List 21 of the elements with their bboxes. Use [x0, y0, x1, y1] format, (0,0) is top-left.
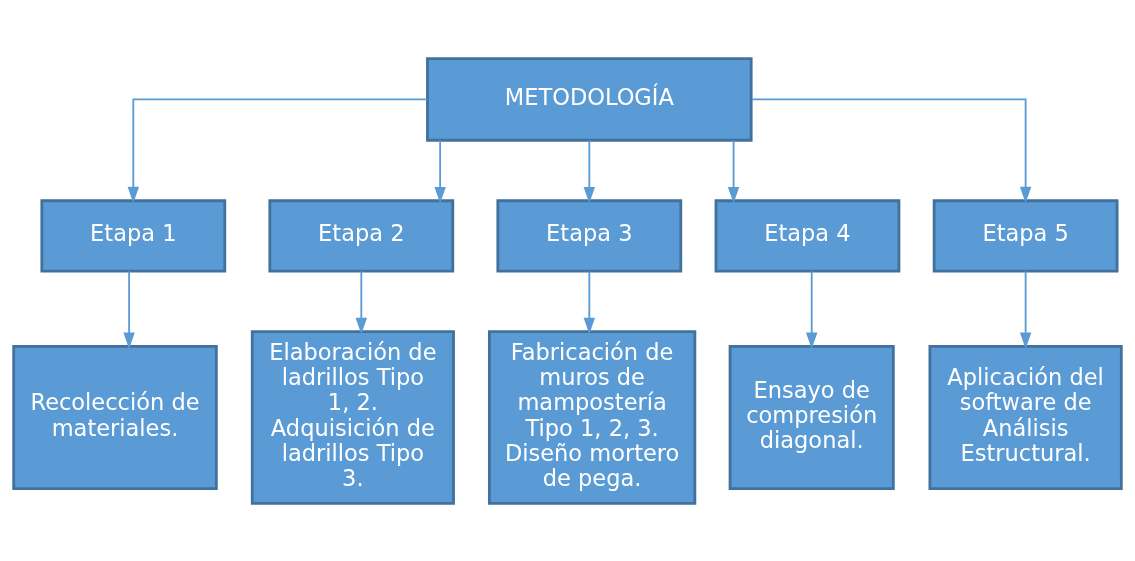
node-box: Aplicación del software de Análisis Estructural.	[928, 344, 1123, 490]
node-box: Etapa 4	[714, 198, 901, 273]
arrow	[750, 98, 1032, 203]
arrow	[583, 270, 596, 334]
node-box: Recolección de materiales.	[12, 344, 218, 490]
arrow	[1019, 270, 1032, 349]
node-box: Ensayo de compresión diagonal.	[728, 344, 895, 490]
node-box: Etapa 1	[40, 198, 227, 273]
node-box: Etapa 3	[496, 198, 683, 273]
node-box: Etapa 2	[268, 198, 455, 273]
arrow	[805, 270, 818, 349]
arrow	[355, 270, 368, 334]
node-box: METODOLOGÍA	[426, 56, 753, 142]
node-box: Etapa 5	[932, 198, 1119, 273]
node-box: Fabricación de muros de mampostería Tipo 1, 2, 3. Diseño mortero de pega.	[488, 329, 697, 505]
node-box: Elaboración de ladrillos Tipo 1, 2. Adquisición de ladrillos Tipo 3.	[250, 329, 455, 505]
arrow	[127, 98, 429, 203]
arrow	[434, 139, 446, 203]
arrow	[583, 139, 596, 203]
arrow	[727, 139, 740, 203]
arrow	[123, 270, 135, 349]
